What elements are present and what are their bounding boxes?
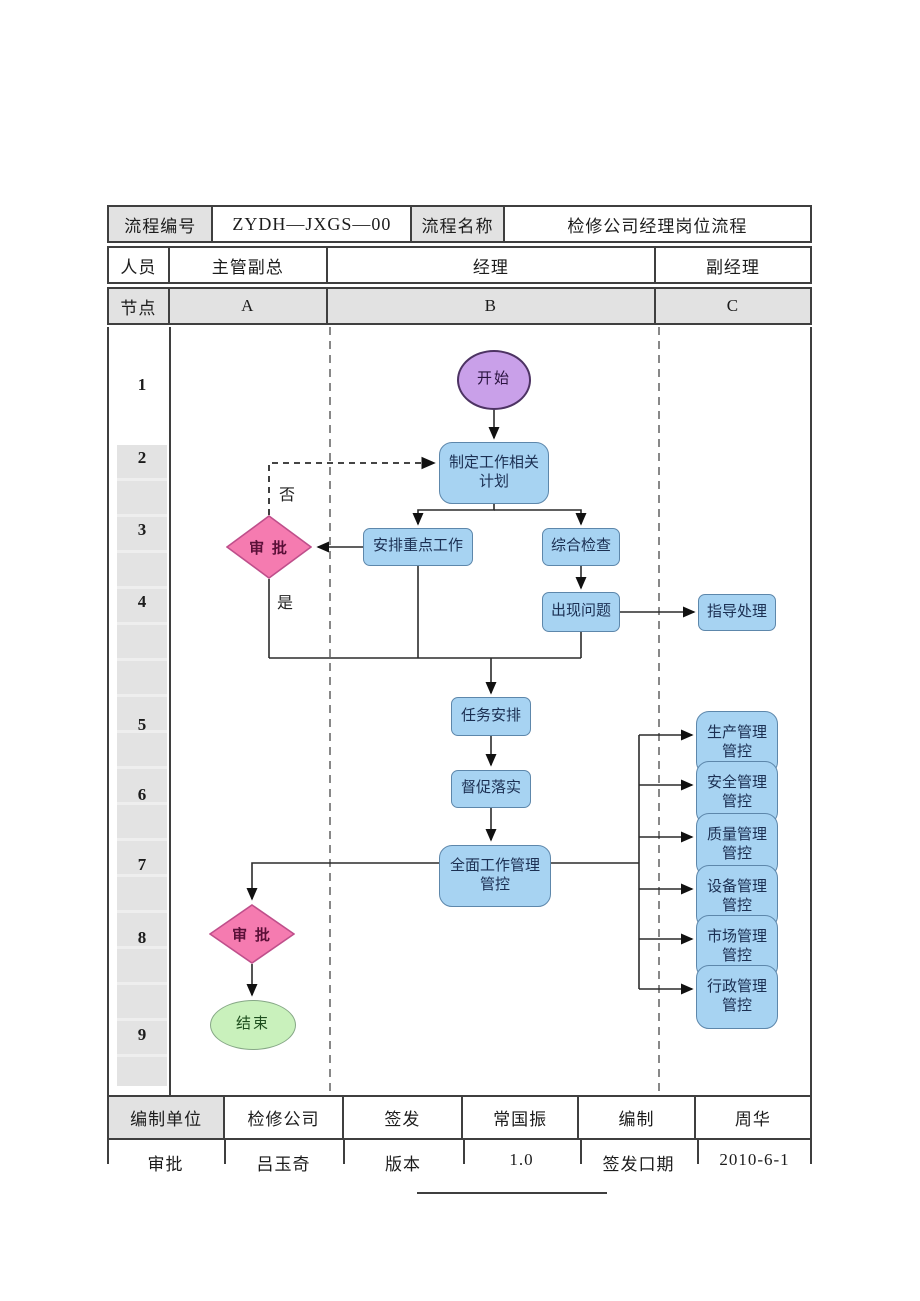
branch-label-yes: 是	[277, 595, 294, 612]
branch-label-no: 否	[279, 487, 296, 504]
flow-node-approve-2: 审 批	[209, 904, 295, 964]
process-id-label: 流程编号	[109, 207, 214, 241]
process-name-label: 流程名称	[412, 207, 505, 241]
row-number: 5	[137, 715, 147, 734]
flow-node-approve-1-label: 审 批	[249, 540, 289, 557]
flow-node-task: 任务安排	[451, 697, 531, 736]
footer-author-value: 周华	[734, 1110, 771, 1129]
flow-node-end: 结束	[210, 1000, 296, 1050]
flow-node-problem: 出现问题	[542, 592, 620, 632]
table-border-stub	[580, 1140, 582, 1164]
node-col-c: C	[655, 289, 810, 323]
table-border-stub	[107, 1140, 109, 1164]
header-row-personnel: 人员 主管副总 经理 副经理	[107, 246, 812, 284]
row-number: 4	[137, 592, 147, 611]
row-number: 8	[137, 928, 147, 947]
table-border-stub	[343, 1140, 345, 1164]
row-number: 1	[137, 375, 147, 394]
flow-node-plan: 制定工作相关计划	[439, 442, 549, 504]
footer-approver-label: 审批	[147, 1155, 184, 1174]
personnel-col-a: 主管副总	[170, 248, 328, 282]
footer-issue-date-label: 签发口期	[602, 1155, 675, 1174]
row-number-strip	[117, 445, 167, 1086]
personnel-label: 人员	[109, 248, 170, 282]
process-id-value: ZYDH—JXGS—00	[213, 207, 413, 241]
node-label: 节点	[109, 289, 170, 323]
footer-unit-label: 编制单位	[109, 1097, 226, 1138]
footer-unit-value: 检修公司	[225, 1097, 344, 1138]
flow-node-mgmt-admin: 行政管理管控	[696, 965, 778, 1029]
row-number: 2	[137, 448, 147, 467]
row-number: 3	[137, 520, 147, 539]
footer-author-label: 编制	[579, 1097, 696, 1138]
flow-connectors	[169, 327, 696, 1097]
table-border-stub	[463, 1140, 465, 1164]
flow-node-approve-2-label: 审 批	[232, 927, 272, 944]
flow-node-approve-1: 审 批	[226, 515, 312, 579]
table-border-stub	[224, 1140, 226, 1164]
flow-node-arrange: 安排重点工作	[363, 528, 473, 566]
header-row-nodes: 节点 A B C	[107, 287, 812, 325]
flow-node-supervise: 督促落实	[451, 770, 531, 808]
footer-version-value: 1.0	[509, 1150, 534, 1169]
flow-node-guide: 指导处理	[698, 594, 776, 631]
decision-diamond-shape	[226, 515, 312, 579]
personnel-col-b: 经理	[328, 248, 656, 282]
table-border-stub	[810, 1140, 812, 1164]
row-number: 6	[137, 785, 147, 804]
decision-diamond-shape	[209, 904, 295, 964]
footer-row-2: 审批 吕玉奇 版本 1.0 签发口期 2010-6-1	[107, 1140, 812, 1198]
footer-issuer-label: 签发	[344, 1097, 463, 1138]
footer-issue-date-value: 2010-6-1	[719, 1150, 790, 1169]
partial-table-underline	[417, 1192, 607, 1194]
footer-row-1: 编制单位 检修公司 签发 常国振 编制 周华	[107, 1097, 812, 1140]
node-col-b: B	[327, 289, 656, 323]
footer-approver-value: 吕玉奇	[256, 1155, 311, 1174]
flow-node-overall: 全面工作管理管控	[439, 845, 551, 907]
flow-node-inspect: 综合检查	[542, 528, 620, 566]
footer-version-label: 版本	[385, 1155, 421, 1174]
node-col-a: A	[169, 289, 328, 323]
flow-node-start: 开始	[457, 350, 531, 410]
table-border-stub	[697, 1140, 699, 1164]
header-row-process-id: 流程编号 ZYDH—JXGS—00 流程名称 检修公司经理岗位流程	[107, 205, 812, 243]
row-number: 7	[137, 855, 147, 874]
footer-issuer-value: 常国振	[463, 1097, 580, 1138]
row-number: 9	[137, 1025, 147, 1044]
personnel-col-c: 副经理	[705, 257, 760, 277]
flowchart-area: 1 2 3 4 5 6 7 8 9	[107, 327, 812, 1097]
process-name-value: 检修公司经理岗位流程	[567, 216, 748, 236]
